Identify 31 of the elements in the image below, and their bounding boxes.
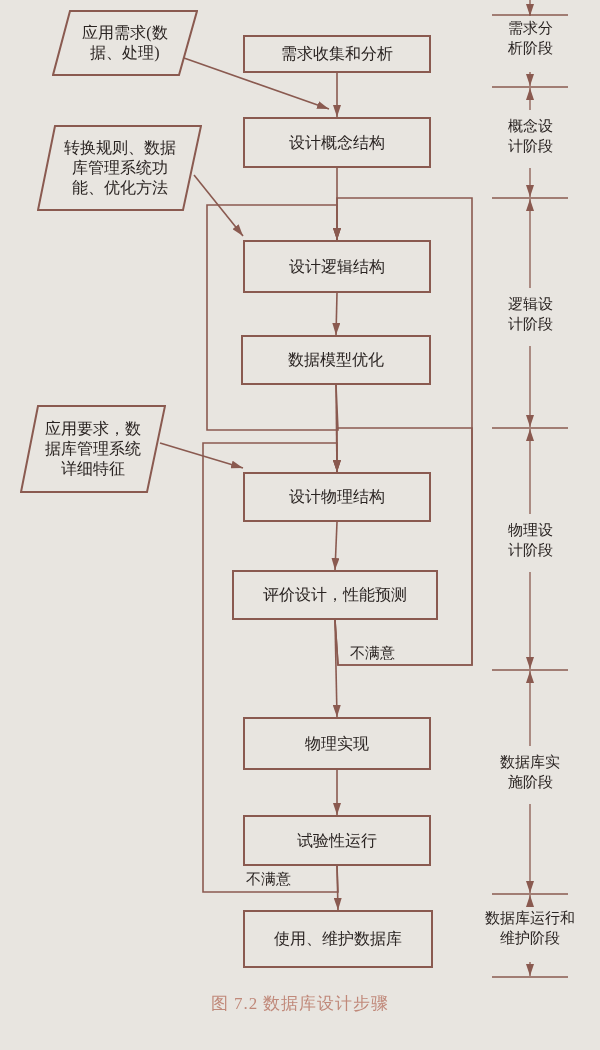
arrow [206, 204, 341, 431]
process-box: 设计逻辑结构 [243, 240, 431, 293]
input-parallelogram: 应用需求(数据、处理) [52, 10, 198, 76]
stage-label: 数据库运行和维护阶段 [484, 909, 576, 948]
process-box: 使用、维护数据库 [243, 910, 433, 968]
process-box: 需求收集和分析 [243, 35, 431, 73]
arrow [333, 72, 341, 118]
arrow [333, 769, 341, 816]
arrow [331, 521, 340, 571]
stage-label: 数据库实施阶段 [499, 753, 561, 792]
stage-label: 物理设计阶段 [506, 521, 554, 560]
edge-label: 不满意 [244, 870, 293, 888]
arrow [332, 292, 341, 336]
arrow [193, 174, 244, 237]
process-box: 试验性运行 [243, 815, 431, 866]
caption: 图 7.2 数据库设计步骤 [209, 993, 391, 1015]
arrow [159, 442, 244, 469]
process-box: 物理实现 [243, 717, 431, 770]
stage-label: 需求分析阶段 [506, 19, 554, 58]
input-parallelogram: 转换规则、数据库管理系统功能、优化方法 [37, 125, 202, 211]
input-parallelogram: 应用要求，数据库管理系统详细特征 [20, 405, 166, 493]
arrow [183, 57, 330, 110]
stage-label: 概念设计阶段 [506, 117, 554, 156]
process-box: 设计物理结构 [243, 472, 431, 522]
arrow [333, 427, 473, 666]
process-box: 设计概念结构 [243, 117, 431, 168]
edge-label: 不满意 [348, 644, 397, 662]
process-box: 评价设计，性能预测 [232, 570, 438, 620]
process-box: 数据模型优化 [241, 335, 431, 385]
stage-label: 逻辑设计阶段 [506, 295, 554, 334]
arrow [202, 442, 341, 893]
